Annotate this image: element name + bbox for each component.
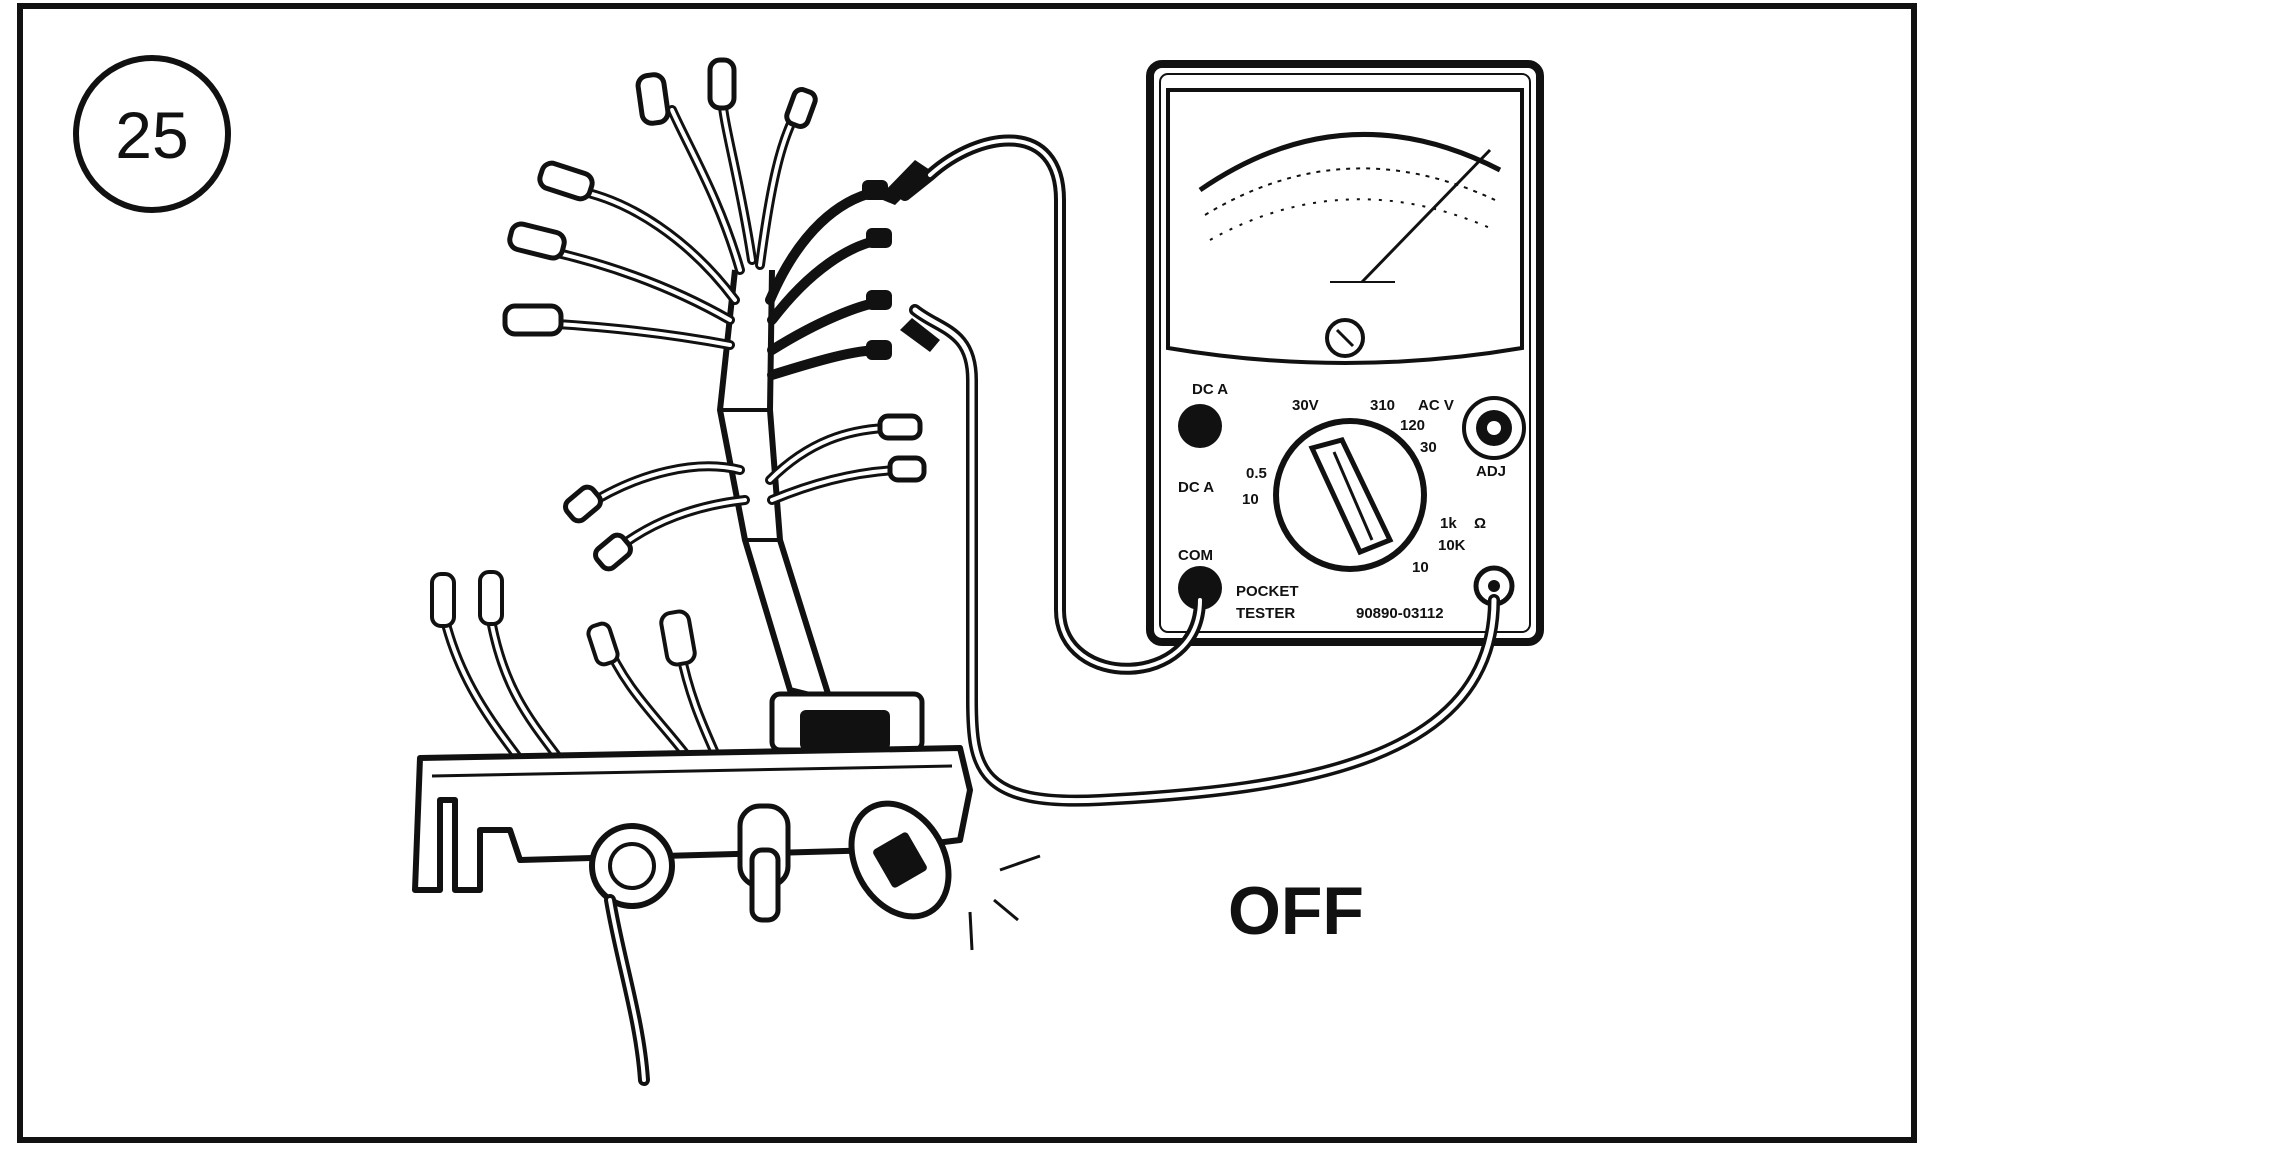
com-label: COM (1178, 547, 1213, 564)
rotary-switch (848, 800, 952, 920)
switch-status-label: OFF (1228, 873, 1364, 949)
brand-line-1: POCKET (1236, 583, 1299, 600)
dc-a-bottom-label: DC A (1178, 479, 1214, 496)
range-label: 30 (1420, 439, 1437, 456)
range-selector-dial (1273, 418, 1427, 572)
brand-line-2: TESTER (1236, 605, 1295, 622)
adj-label: ADJ (1476, 463, 1506, 480)
range-label: 1k (1440, 515, 1457, 532)
dc-a-jack (1178, 404, 1222, 448)
range-label: 310 (1370, 397, 1395, 414)
meter-needle (1360, 148, 1492, 284)
dc-a-top-label: DC A (1192, 381, 1228, 398)
multimeter: DC A DC A ADJ 30V 310 AC V 120 30 0.5 10… (1146, 60, 1544, 646)
range-label: 10 (1412, 559, 1429, 576)
ohm-adjust-knob (1462, 396, 1526, 460)
range-labels: 30V 310 AC V 120 30 0.5 10 1k 10K 10 Ω (1242, 397, 1486, 576)
wiring-harness (502, 57, 927, 703)
switch-bracket (412, 570, 1041, 1086)
com-jack (1178, 566, 1222, 610)
figure-number-badge: 25 (73, 55, 231, 213)
range-label: 0.5 (1246, 465, 1267, 482)
range-label: 10K (1438, 537, 1466, 554)
range-label: 120 (1400, 417, 1425, 434)
figure-number: 25 (115, 98, 188, 172)
range-label: 10 (1242, 491, 1259, 508)
ohm-label: Ω (1474, 515, 1486, 532)
part-number: 90890-03112 (1356, 605, 1444, 622)
range-label: AC V (1418, 397, 1454, 414)
range-label: 30V (1292, 397, 1319, 414)
